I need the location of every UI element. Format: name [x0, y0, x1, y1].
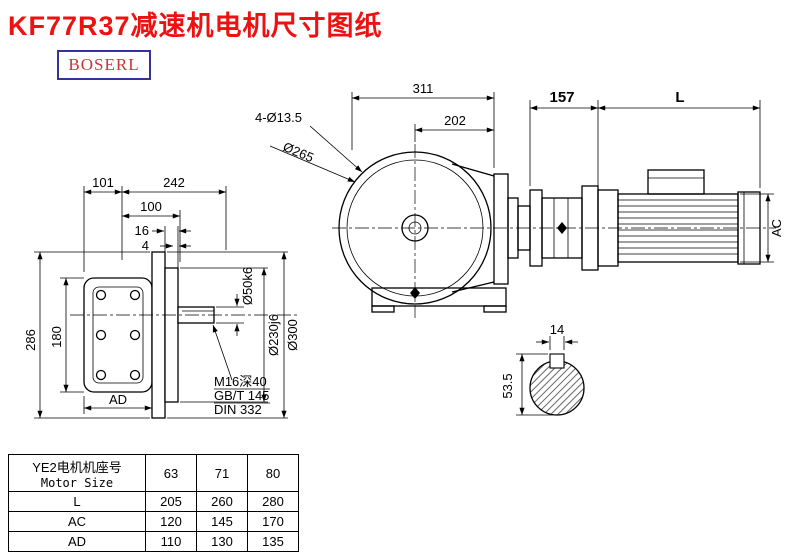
- dim-label-16: 16: [135, 223, 149, 238]
- foot-pad: [371, 305, 395, 313]
- table-row-L: L 205 260 280: [8, 491, 299, 512]
- dim-AD: AD: [83, 392, 152, 414]
- table-header-row: YE2电机机座号 Motor Size 63 71 80: [8, 454, 299, 492]
- dim-label-180: 180: [49, 326, 64, 348]
- shaft-section-circle: [529, 360, 585, 416]
- bolt-icon: [129, 329, 141, 341]
- table-row-AC: AC 120 145 170: [8, 511, 299, 532]
- dim-dia265: Ø265: [269, 139, 356, 183]
- cell-AC-63: 120: [145, 511, 197, 532]
- dim-4: 4: [142, 238, 191, 253]
- brand-logo: BOSERL: [68, 55, 140, 74]
- dim-label-286: 286: [23, 329, 38, 351]
- dim-label-14: 14: [550, 322, 564, 337]
- row-label-AC: AC: [8, 511, 146, 532]
- cell-L-80: 280: [247, 491, 299, 512]
- table-row-AD: AD 110 130 135: [8, 531, 299, 552]
- table-size-63: 63: [145, 454, 197, 492]
- gearbox-housing-side: [371, 163, 509, 313]
- dim-shaft-diameter: Ø50k6: [216, 267, 255, 336]
- dim-label-L: L: [675, 89, 684, 106]
- dim-label-dia50: Ø50k6: [240, 267, 255, 305]
- dim-16: 16: [135, 223, 191, 302]
- dim-label-4: 4: [142, 238, 149, 253]
- dim-label-dia265: Ø265: [281, 139, 316, 165]
- dim-180: 180: [49, 277, 84, 393]
- dim-label-311: 311: [413, 81, 434, 96]
- table-header-cn: YE2电机机座号: [32, 459, 122, 475]
- dim-label-AC: AC: [769, 219, 784, 237]
- dim-286: 286: [23, 251, 150, 419]
- motor-adapter: [507, 185, 599, 271]
- dim-157: 157: [529, 89, 599, 186]
- cell-AD-63: 110: [145, 531, 197, 552]
- motor-size-table: YE2电机机座号 Motor Size 63 71 80 L 205 260 2…: [8, 454, 299, 552]
- dim-label-AD: AD: [109, 392, 127, 407]
- output-flange: [151, 251, 179, 419]
- table-size-71: 71: [196, 454, 248, 492]
- dim-key-height: 53.5: [500, 353, 553, 416]
- note-standard-1: GB/T 145: [214, 388, 269, 403]
- dim-101-242: 101 242: [83, 175, 227, 272]
- cell-L-71: 260: [196, 491, 248, 512]
- key-section: [549, 353, 565, 369]
- dim-label-dia230: Ø230j6: [266, 314, 281, 356]
- dim-key-width: 14: [536, 322, 578, 350]
- motor-fins: [618, 199, 738, 255]
- cell-AD-80: 135: [247, 531, 299, 552]
- table-header-en: Motor Size: [40, 475, 114, 490]
- side-view: 311 202 4-Ø13.5 Ø265 157: [255, 81, 784, 318]
- row-label-L: L: [8, 491, 146, 512]
- fan-cover: [737, 191, 761, 265]
- table-size-80: 80: [247, 454, 299, 492]
- bolt-icon: [95, 369, 107, 381]
- dim-bolt-holes: 4-Ø13.5: [255, 110, 363, 173]
- front-view: 101 242 100 16 4: [23, 175, 300, 419]
- gearbox-housing-front: [83, 277, 153, 393]
- dim-L: L: [598, 89, 761, 188]
- cell-L-63: 205: [145, 491, 197, 512]
- dim-label-dia300: Ø300: [285, 319, 300, 351]
- row-label-AD: AD: [8, 531, 146, 552]
- shaft-section-view: 14 53.5: [500, 322, 585, 416]
- cell-AC-71: 145: [196, 511, 248, 532]
- tapped-hole-note: M16深40 GB/T 145 DIN 332: [212, 324, 270, 417]
- dim-311: 311: [351, 81, 495, 168]
- dim-label-101: 101: [92, 175, 114, 190]
- bolt-icon: [129, 289, 141, 301]
- dim-label-202: 202: [444, 113, 466, 128]
- table-header-motor-size: YE2电机机座号 Motor Size: [8, 454, 146, 492]
- motor: [597, 169, 761, 267]
- dim-spigot-diameter: Ø230j6: [180, 267, 281, 403]
- logo-box: BOSERL: [57, 50, 151, 80]
- cell-AC-80: 170: [247, 511, 299, 532]
- dim-label-holes: 4-Ø13.5: [255, 110, 302, 125]
- dim-100: 100: [122, 199, 181, 262]
- dim-label-53-5: 53.5: [500, 373, 515, 398]
- note-tap: M16深40: [214, 374, 267, 389]
- foot-pad: [483, 305, 507, 313]
- dim-label-157: 157: [549, 89, 574, 106]
- note-standard-2: DIN 332: [214, 402, 262, 417]
- dim-label-242: 242: [163, 175, 185, 190]
- bolt-icon: [95, 329, 107, 341]
- cell-AD-71: 130: [196, 531, 248, 552]
- section-mark-icon: [410, 287, 420, 299]
- dim-label-100: 100: [140, 199, 162, 214]
- bolt-icon: [129, 369, 141, 381]
- bolt-icon: [95, 289, 107, 301]
- section-mark-icon: [557, 222, 567, 234]
- dim-AC: AC: [740, 193, 784, 263]
- dim-202: 202: [414, 113, 494, 142]
- page-title: KF77R37减速机电机尺寸图纸: [8, 11, 383, 41]
- dim-flange-diameter: Ø300: [167, 251, 300, 419]
- terminal-box: [647, 169, 705, 195]
